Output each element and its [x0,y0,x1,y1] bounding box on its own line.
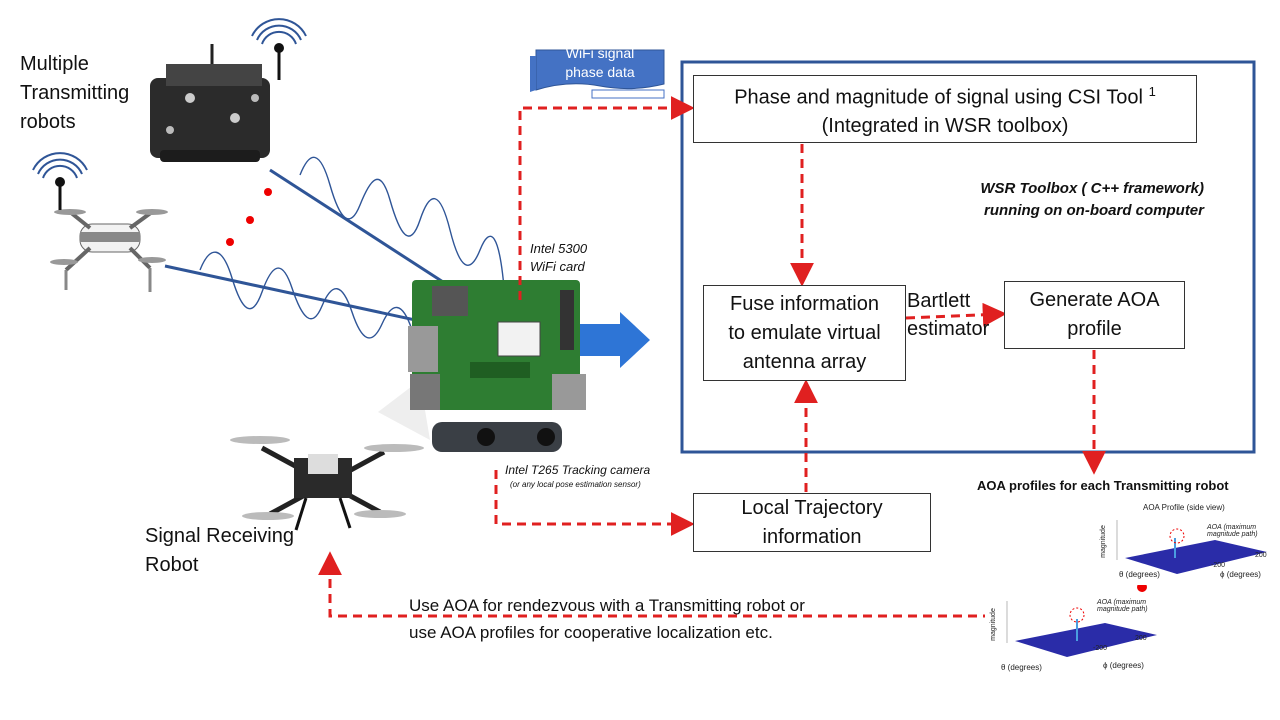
footnote-mark: 1 [1148,83,1156,99]
wifi-tag-label: WiFi signal phase data [540,44,660,82]
camera-to-trajectory-arrow [494,470,695,536]
multiple-transmitting-label: Multiple Transmitting robots [20,50,129,137]
trajectory-box: Local Trajectory information [693,493,931,552]
aoa-profiles-title: AOA profiles for each Transmitting robot [977,478,1229,493]
profiles-to-robot-arrow [318,551,992,618]
box-text: Phase and magnitude of signal using CSI … [734,86,1143,109]
label-line: Robot [145,554,199,576]
fuse-info-box: Fuse information to emulate virtual ante… [703,285,906,381]
ellipsis-dot [264,188,272,196]
plot-title: AOA Profile (side view) [1143,503,1225,512]
label-line: use AOA profiles for cooperative localiz… [409,623,773,642]
label-line: Bartlett [907,290,971,312]
box-line: antenna array [742,350,867,373]
annotation-line: AOA (maximum [1207,524,1257,531]
ellipsis-dot [246,216,254,224]
y-axis-label: ϕ (degrees) [1103,661,1144,670]
annotation-line: magnitude path) [1097,606,1148,613]
intel-card-label: Intel 5300 WiFi card [530,240,587,276]
box-line: Fuse information [730,292,879,315]
x-axis-label: θ (degrees) [1001,663,1042,672]
y-axis-label: ϕ (degrees) [1220,570,1261,579]
box-line: Local Trajectory [741,496,883,519]
antenna-icon [251,18,307,80]
fuse-to-generate-arrow [905,302,1007,327]
label-line: estimator [907,318,990,340]
tick-label: -200 [1093,645,1108,652]
antenna-icon [32,152,88,210]
box-line: (Integrated in WSR toolbox) [821,115,1069,138]
aoa-surface-1 [1116,520,1267,574]
signal-receiving-label: Signal Receiving Robot [145,522,294,580]
box-line: to emulate virtual [728,321,881,344]
z-axis-label: magnitude [1099,525,1107,558]
t265-camera-image [432,422,562,452]
transmitting-robot-box-image [150,44,270,162]
tick-label: 200 [1255,552,1267,559]
aoa-surface-2 [1006,601,1157,657]
z-axis-label: magnitude [989,608,997,641]
csi-phase-box: Phase and magnitude of signal using CSI … [693,75,1197,143]
intel-board-image [408,280,586,410]
ellipsis-dot [226,238,234,246]
wifi-tag-shape [530,49,665,99]
box-line: Generate AOA [1029,289,1160,311]
title-line: running on on-board computer [984,202,1204,219]
signal-wave [199,251,446,351]
label-line: Multiple [20,53,89,75]
csi-to-phase-arrow [518,96,695,300]
label-line: WiFi card [530,259,585,274]
label-line: phase data [565,64,635,80]
output-block-arrow [580,312,650,368]
box-line: Phase and magnitude of signal using CSI … [734,77,1156,113]
aoa-profile-plot-1: AOA Profile (side view) magnitude AOA (m… [1095,500,1275,585]
label-line: Signal Receiving [145,525,294,547]
x-axis-label: θ (degrees) [1119,570,1160,579]
label-line: Intel 5300 [530,241,588,256]
box-line: profile [1067,318,1122,340]
tick-label: 200 [1135,635,1147,642]
receiving-quadrotor-image [230,436,424,531]
transmitting-drone-image [50,209,168,292]
title-line: WSR Toolbox ( C++ framework) [980,180,1204,197]
bottom-usage-text: Use AOA for rendezvous with a Transmitti… [409,592,805,646]
label-line: Transmitting [20,82,130,104]
annotation-line: AOA (maximum [1097,599,1147,606]
intel-camera-sublabel: (or any local pose estimation sensor) [510,480,641,489]
signal-wave [299,156,506,301]
box-line: information [762,525,862,548]
tick-label: -200 [1211,562,1226,569]
bartlett-label: Bartlett estimator [907,287,989,343]
intel-camera-label: Intel T265 Tracking camera [505,463,651,477]
label-line: WiFi signal [565,45,635,61]
generate-aoa-box: Generate AOA profile [1004,281,1185,349]
wsr-toolbox-frame [680,60,1256,454]
label-line: robots [20,111,76,133]
wsr-toolbox-title: WSR Toolbox ( C++ framework) running on … [900,178,1204,222]
annotation-line: magnitude path) [1207,531,1258,538]
label-line: Use AOA for rendezvous with a Transmitti… [409,596,805,615]
